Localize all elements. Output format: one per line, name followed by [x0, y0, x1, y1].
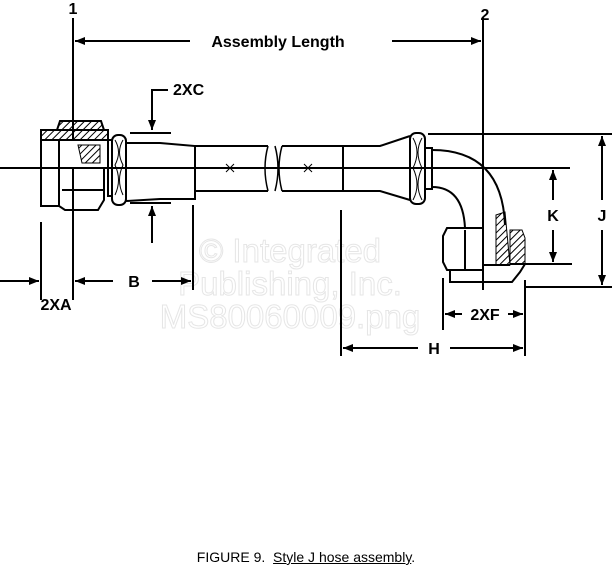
left-ferrule [111, 134, 127, 206]
dimension-j-label: J [598, 208, 607, 225]
reference-label-2: 2 [481, 7, 490, 24]
svg-text:© Integrated: © Integrated [199, 232, 381, 269]
dimension-a-b [0, 205, 194, 300]
elbow-fitting [431, 149, 526, 283]
dimension-k-j [428, 133, 612, 288]
dimension-f-label: 2XF [470, 307, 500, 324]
svg-text:MS80060009.png: MS80060009.png [160, 298, 421, 335]
left-fitting [40, 120, 113, 211]
reference-label-1: 1 [69, 1, 78, 18]
dimension-c-label: 2XC [173, 82, 205, 99]
dimension-k-label: K [547, 208, 559, 225]
svg-text:Publishing, Inc.: Publishing, Inc. [178, 265, 402, 302]
watermark: © Integrated Publishing, Inc. MS80060009… [159, 232, 421, 336]
left-socket [125, 142, 196, 202]
dimension-c [130, 89, 171, 243]
dimension-f-h [340, 210, 526, 356]
dimension-h-label: H [428, 341, 440, 358]
assembly-length-label: Assembly Length [211, 34, 344, 51]
hose [195, 145, 343, 192]
right-ferrule [409, 132, 433, 205]
dimension-a-label: 2XA [40, 297, 72, 314]
figure-caption: FIGURE 9. Style J hose assembly. [196, 549, 416, 565]
dimension-b-label: B [128, 274, 140, 291]
right-socket [342, 135, 411, 201]
